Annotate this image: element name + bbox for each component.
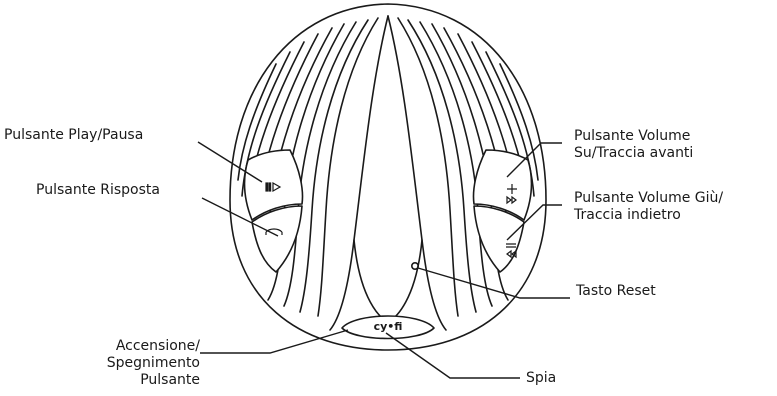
label-answer: Pulsante Risposta [36,182,160,199]
leader-power [200,330,348,353]
center-ridge [330,16,388,330]
label-volume-down: Pulsante Volume Giù/ Traccia indietro [574,190,723,224]
label-led: Spia [526,370,556,387]
center-gap [354,240,422,322]
brand-logo: cy•fi [374,320,403,333]
center-ridge [388,16,446,330]
leader-reset [418,268,570,298]
reset-hole [412,263,418,269]
label-power: Accensione/ Spegnimento Pulsante [60,338,200,389]
label-volume-up: Pulsante Volume Su/Traccia avanti [574,128,693,162]
label-reset: Tasto Reset [576,283,656,300]
label-play-pause: Pulsante Play/Pausa [4,127,143,144]
